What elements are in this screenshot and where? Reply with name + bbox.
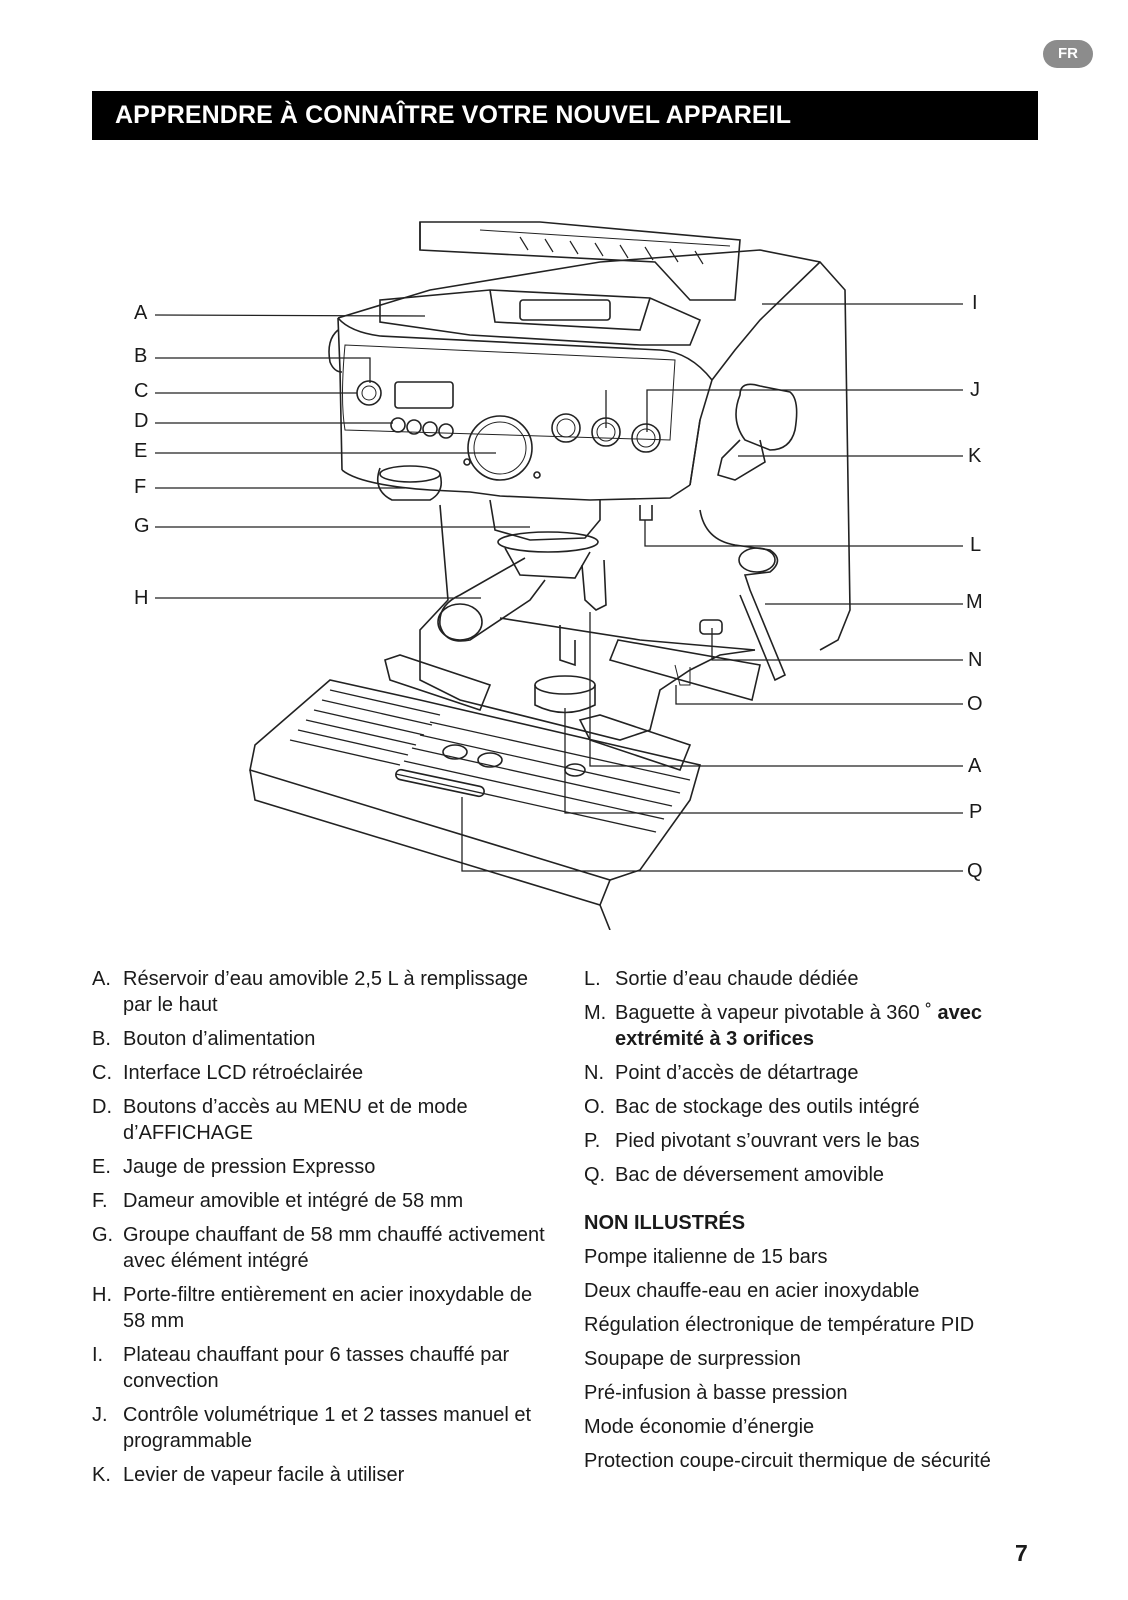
callout-k: K — [968, 445, 982, 467]
callout-n: N — [968, 649, 983, 671]
list-item: P.Pied pivotant s’ouvrant vers le bas — [584, 1130, 920, 1152]
list-item: J.Contrôle volumétrique 1 et 2 tasses ma… — [92, 1404, 531, 1452]
callout-m: M — [966, 591, 983, 613]
list-item: Q.Bac de déversement amovible — [584, 1164, 885, 1186]
list-item: L.Sortie d’eau chaude dédiée — [584, 968, 859, 990]
list-item: Régulation électronique de température P… — [584, 1314, 975, 1336]
list-item: F.Dameur amovible et intégré de 58 mm — [92, 1190, 464, 1212]
callout-d: D — [134, 410, 149, 432]
list-item: B.Bouton d’alimentation — [92, 1028, 316, 1050]
list-item: Mode économie d’énergie — [584, 1416, 815, 1438]
list-item: Soupape de surpression — [584, 1348, 801, 1370]
callout-q: Q — [967, 860, 983, 882]
callout-j: J — [970, 379, 980, 401]
list-item: Deux chauffe-eau en acier inoxydable — [584, 1280, 920, 1302]
list-item: Pompe italienne de 15 bars — [584, 1246, 828, 1268]
list-item: C.Interface LCD rétroéclairée — [92, 1062, 364, 1084]
list-item: K.Levier de vapeur facile à utiliser — [92, 1464, 405, 1486]
list-item: O.Bac de stockage des outils intégré — [584, 1096, 920, 1118]
list-item: G.Groupe chauffant de 58 mm chauffé acti… — [92, 1224, 545, 1272]
callout-e: E — [134, 440, 148, 462]
callout-p: P — [969, 801, 983, 823]
parts-list-right: L.Sortie d’eau chaude dédiée M.Baguette … — [584, 966, 1044, 1482]
page-title: APPRENDRE À CONNAÎTRE VOTRE NOUVEL APPAR… — [92, 91, 1038, 140]
page-number: 7 — [1015, 1540, 1028, 1566]
callout-f: F — [134, 476, 147, 498]
language-badge: FR — [1043, 40, 1093, 68]
callout-h: H — [134, 587, 149, 609]
list-item: H.Porte-filtre entièrement en acier inox… — [92, 1284, 533, 1332]
list-item: M.Baguette à vapeur pivotable à 360 ˚ av… — [584, 1002, 982, 1050]
callout-c: C — [134, 380, 149, 402]
list-item: Protection coupe-circuit thermique de sé… — [584, 1450, 991, 1472]
list-item: Pré-infusion à basse pression — [584, 1382, 848, 1404]
callout-l: L — [970, 534, 982, 556]
list-item: N.Point d’accès de détartrage — [584, 1062, 859, 1084]
callout-a-left: A — [134, 302, 148, 324]
bold-text: avec extrémité à 3 orifices — [615, 1002, 982, 1050]
list-item: E.Jauge de pression Expresso — [92, 1156, 376, 1178]
callout-b: B — [134, 345, 148, 367]
section-heading: NON ILLUSTRÉS — [584, 1212, 746, 1234]
list-item: D.Boutons d’accès au MENU et de mode d’A… — [92, 1096, 468, 1144]
list-item: A.Réservoir d’eau amovible 2,5 L à rempl… — [92, 968, 529, 1016]
callout-i: I — [972, 292, 978, 314]
callout-g: G — [134, 515, 150, 537]
parts-list-left: A.Réservoir d’eau amovible 2,5 L à rempl… — [92, 966, 547, 1496]
espresso-machine-diagram — [154, 221, 963, 930]
callout-a-right: A — [968, 755, 982, 777]
callout-o: O — [967, 693, 983, 715]
list-item: I.Plateau chauffant pour 6 tasses chauff… — [92, 1344, 510, 1392]
